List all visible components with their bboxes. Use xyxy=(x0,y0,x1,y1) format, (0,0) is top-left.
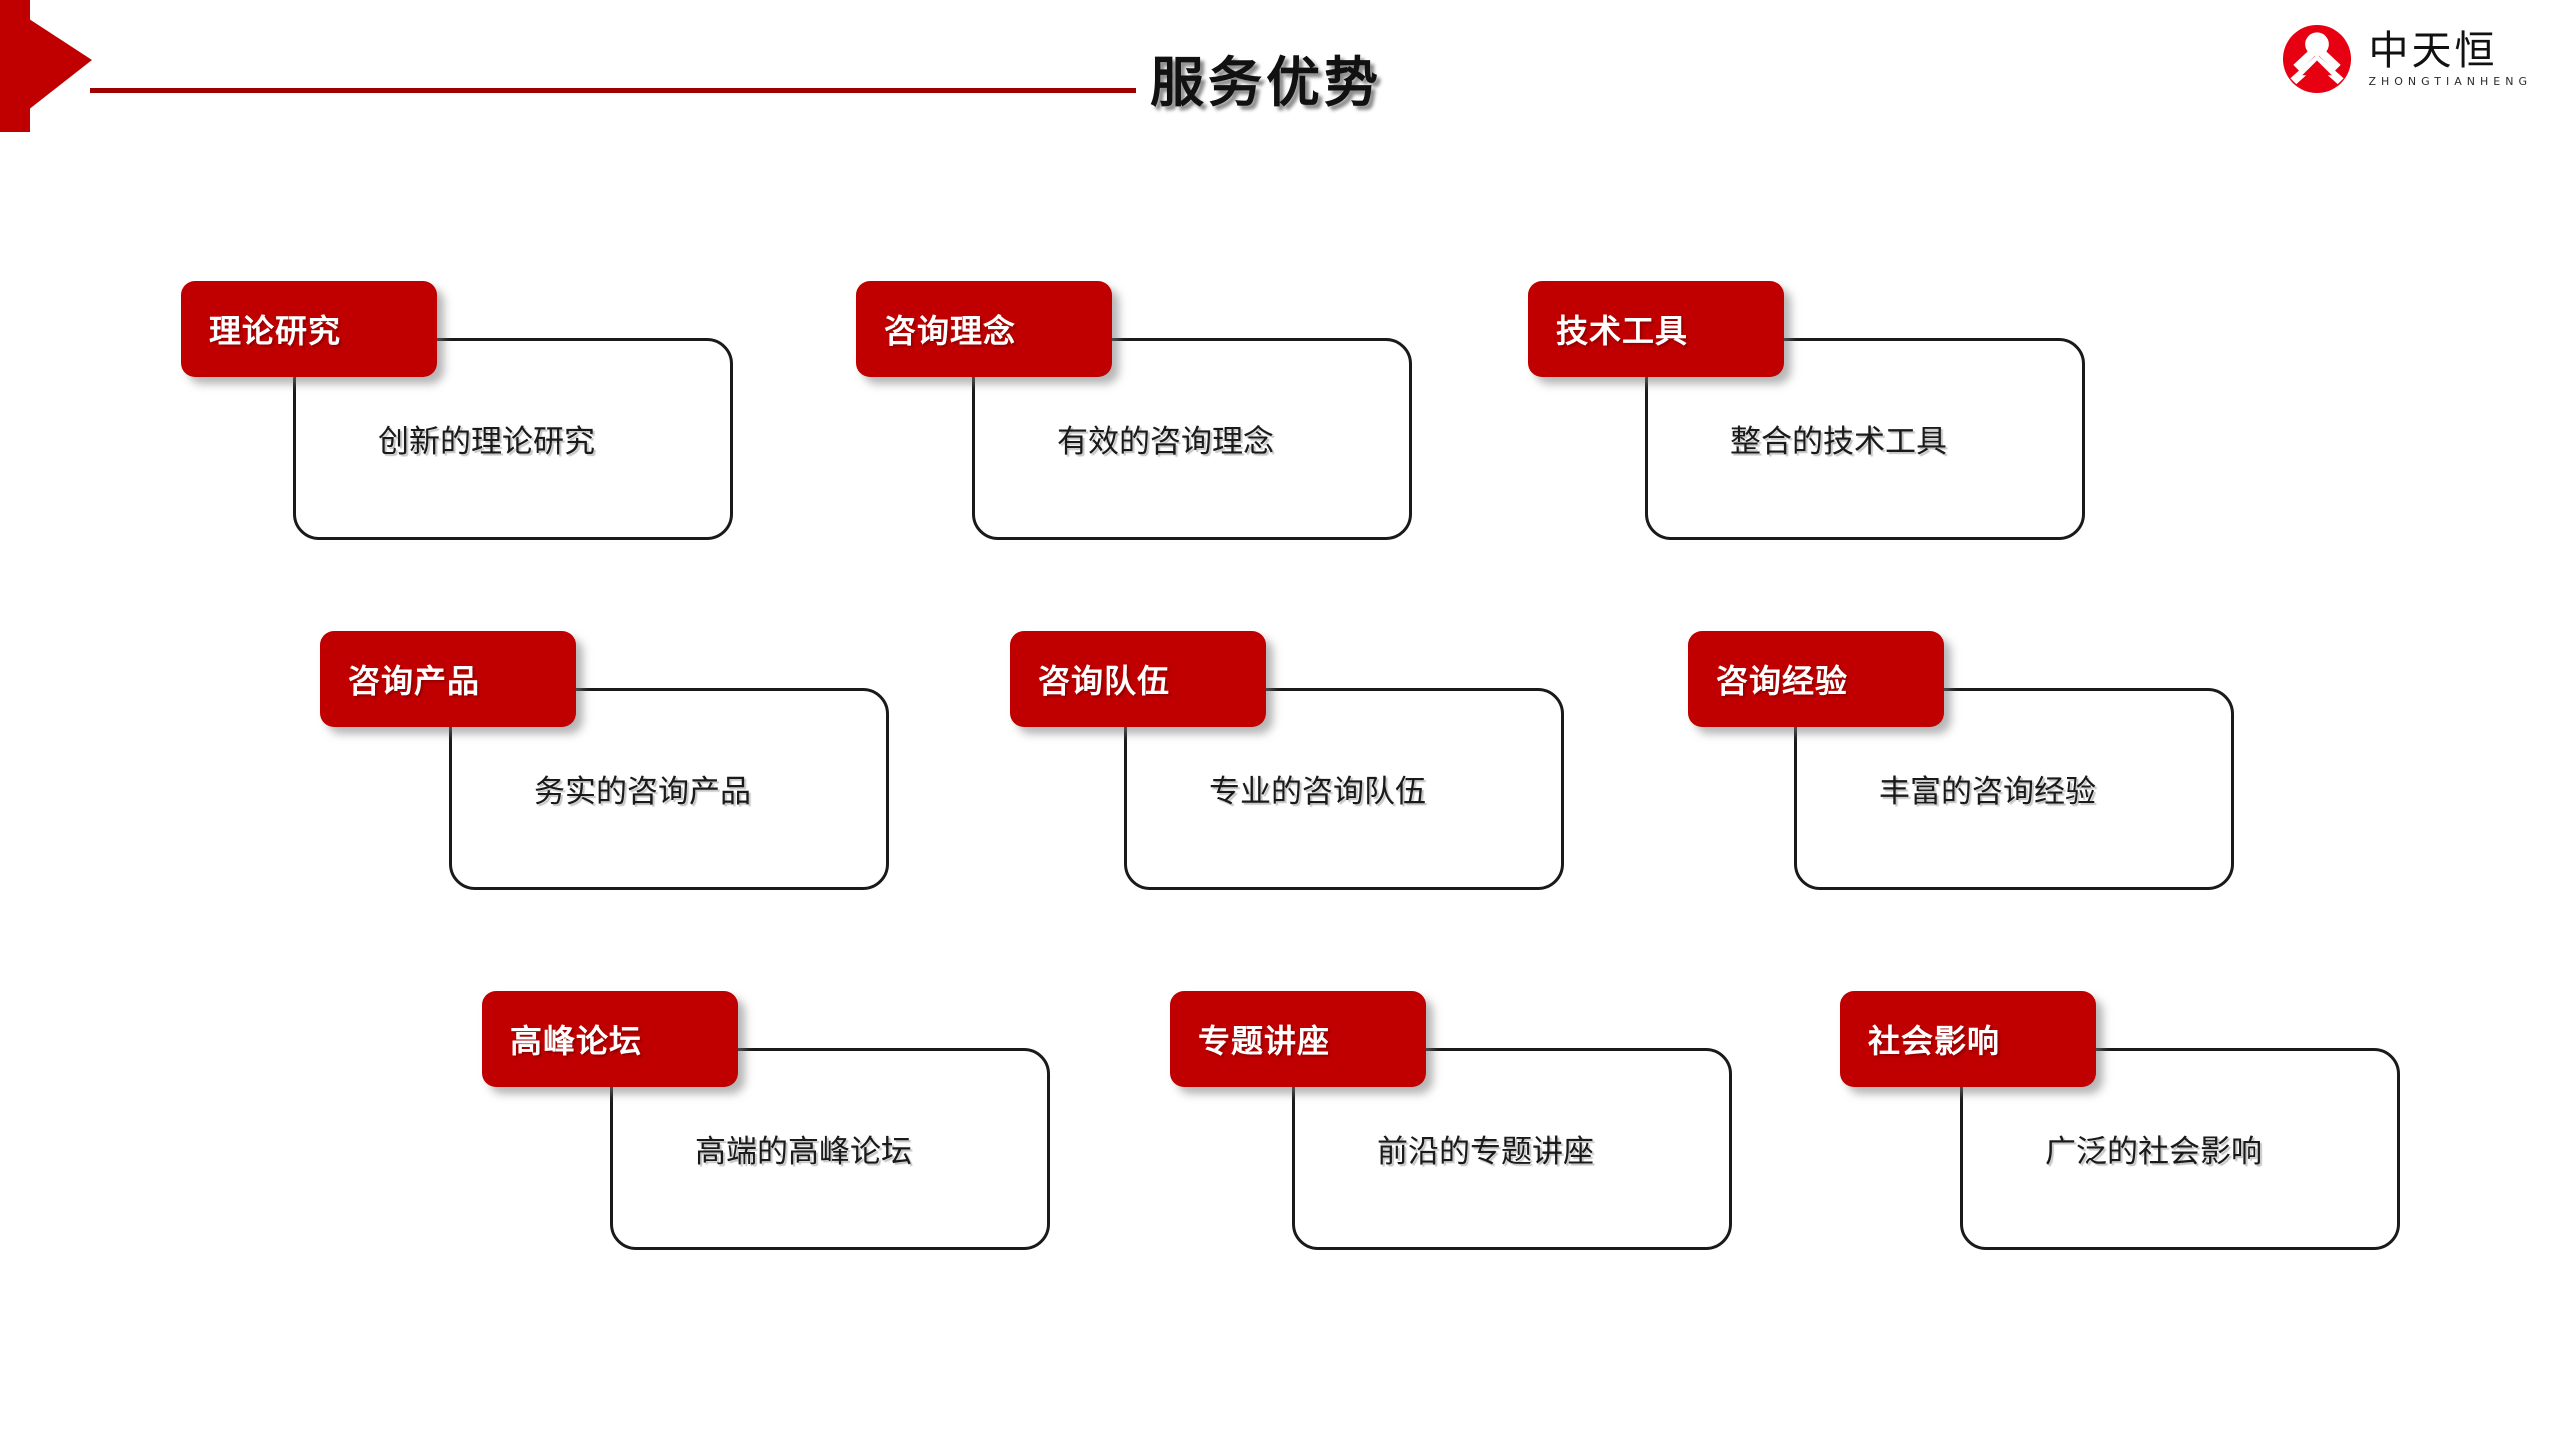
card-outline-box xyxy=(293,338,733,540)
card-description: 广泛的社会影响 xyxy=(2045,1134,2262,1170)
card-title-badge[interactable]: 社会影响 xyxy=(1840,991,2096,1087)
card-description: 专业的咨询队伍 xyxy=(1209,774,1426,810)
card-description: 有效的咨询理念 xyxy=(1057,424,1274,460)
card-title-badge[interactable]: 咨询经验 xyxy=(1688,631,1944,727)
card-outline-box xyxy=(1794,688,2234,890)
logo-name-en: ZHONGTIANHENG xyxy=(2368,75,2532,88)
header-rule-divider xyxy=(90,88,1136,93)
card-title-badge[interactable]: 技术工具 xyxy=(1528,281,1784,377)
card-title-label: 社会影响 xyxy=(1868,1022,2001,1060)
card-title-badge[interactable]: 专题讲座 xyxy=(1170,991,1426,1087)
card-title-label: 咨询队伍 xyxy=(1038,662,1171,700)
card-title-badge[interactable]: 咨询队伍 xyxy=(1010,631,1266,727)
logo-name-cn: 中天恒 xyxy=(2368,28,2498,74)
card-outline-box xyxy=(1292,1048,1732,1250)
card-title-label: 咨询经验 xyxy=(1716,662,1849,700)
card-description: 务实的咨询产品 xyxy=(534,774,751,810)
card-description: 整合的技术工具 xyxy=(1730,424,1947,460)
card-description: 创新的理论研究 xyxy=(378,424,595,460)
card-title-badge[interactable]: 咨询理念 xyxy=(856,281,1112,377)
card-title-label: 技术工具 xyxy=(1556,312,1689,350)
header-arrow-icon xyxy=(0,0,92,132)
card-outline-box xyxy=(1960,1048,2400,1250)
card-description: 丰富的咨询经验 xyxy=(1879,774,2096,810)
card-description: 高端的高峰论坛 xyxy=(695,1134,912,1170)
card-outline-box xyxy=(610,1048,1050,1250)
card-title-label: 高峰论坛 xyxy=(510,1022,643,1060)
card-description: 前沿的专题讲座 xyxy=(1377,1134,1594,1170)
card-outline-box xyxy=(972,338,1412,540)
card-title-label: 理论研究 xyxy=(209,312,342,350)
card-outline-box xyxy=(449,688,889,890)
card-title-badge[interactable]: 咨询产品 xyxy=(320,631,576,727)
card-title-label: 咨询产品 xyxy=(348,662,481,700)
company-logo: 中天恒 ZHONGTIANHENG xyxy=(2280,22,2532,96)
card-title-badge[interactable]: 高峰论坛 xyxy=(482,991,738,1087)
card-title-label: 咨询理念 xyxy=(884,312,1017,350)
mountain-sun-emblem-icon xyxy=(2283,24,2352,94)
card-outline-box xyxy=(1645,338,2085,540)
card-outline-box xyxy=(1124,688,1564,890)
page-title: 服务优势 xyxy=(1150,50,1382,114)
card-title-label: 专题讲座 xyxy=(1198,1022,1331,1060)
logo-wordmark: 中天恒 ZHONGTIANHENG xyxy=(2368,30,2532,88)
card-title-badge[interactable]: 理论研究 xyxy=(181,281,437,377)
